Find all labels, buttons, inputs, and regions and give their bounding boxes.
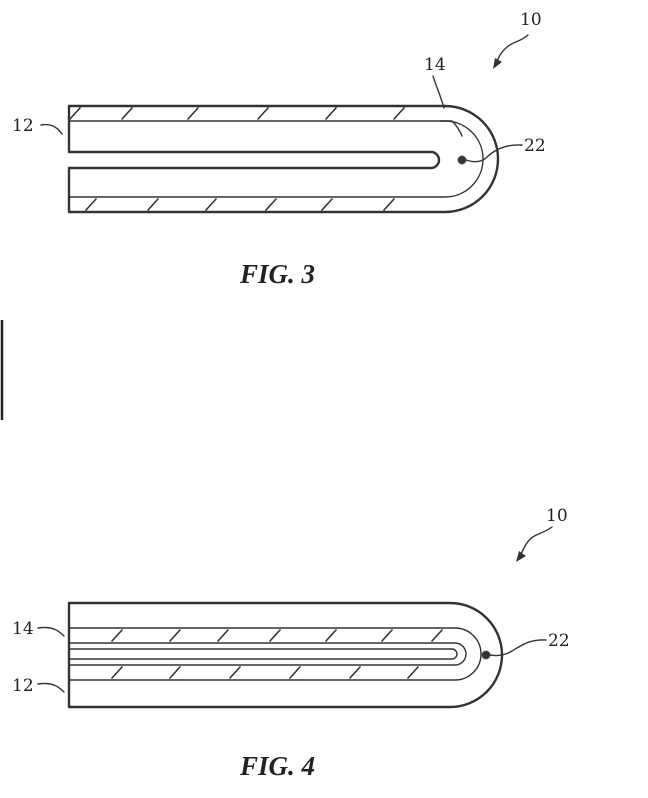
fig4-arrow-10 (519, 526, 553, 557)
fig3-leader-14 (432, 75, 445, 109)
fig3-label-22: 22 (524, 136, 546, 156)
fig4-leader-14 (37, 626, 65, 637)
fig4-layer-inner-edge (68, 642, 467, 666)
fig4-point-22 (481, 650, 491, 660)
fig4-label-12: 12 (12, 676, 34, 696)
fig3-leader-22 (465, 144, 523, 163)
fig3-label-14: 14 (424, 55, 446, 75)
fig3-body-outline (67, 104, 500, 214)
fig3-arrow-10 (495, 34, 529, 64)
figure-3: 10 14 12 22 FIG. 3 (12, 10, 546, 289)
fig4-arrowhead-10 (516, 551, 526, 562)
fig3-caption: FIG. 3 (239, 259, 315, 289)
fig4-lower-hatching (111, 666, 419, 679)
fig4-label-10: 10 (546, 506, 568, 526)
fig3-upper-hatching (69, 107, 405, 120)
fig4-center-slit (68, 648, 458, 660)
fig4-upper-hatching (111, 629, 443, 642)
figure-4: 10 14 12 22 FIG. 4 (12, 506, 570, 781)
fig3-lower-hatching (85, 198, 395, 211)
fig3-bend-line (439, 120, 463, 137)
fig3-point-22 (457, 155, 467, 165)
fig4-leader-22 (489, 639, 547, 657)
fig4-layer-14-outer-edge (68, 627, 482, 681)
fig4-caption: FIG. 4 (239, 751, 315, 781)
fig3-label-10: 10 (520, 10, 542, 30)
fig3-arrowhead-10 (493, 58, 502, 69)
fig3-layer-14-inner-edge (68, 120, 484, 198)
fig4-housing-outline (67, 601, 504, 709)
fig4-label-14: 14 (12, 619, 34, 639)
fig3-leader-12 (40, 123, 63, 135)
fig4-label-22: 22 (548, 631, 570, 651)
fig4-leader-12 (37, 682, 65, 693)
fig3-label-12: 12 (12, 116, 34, 136)
